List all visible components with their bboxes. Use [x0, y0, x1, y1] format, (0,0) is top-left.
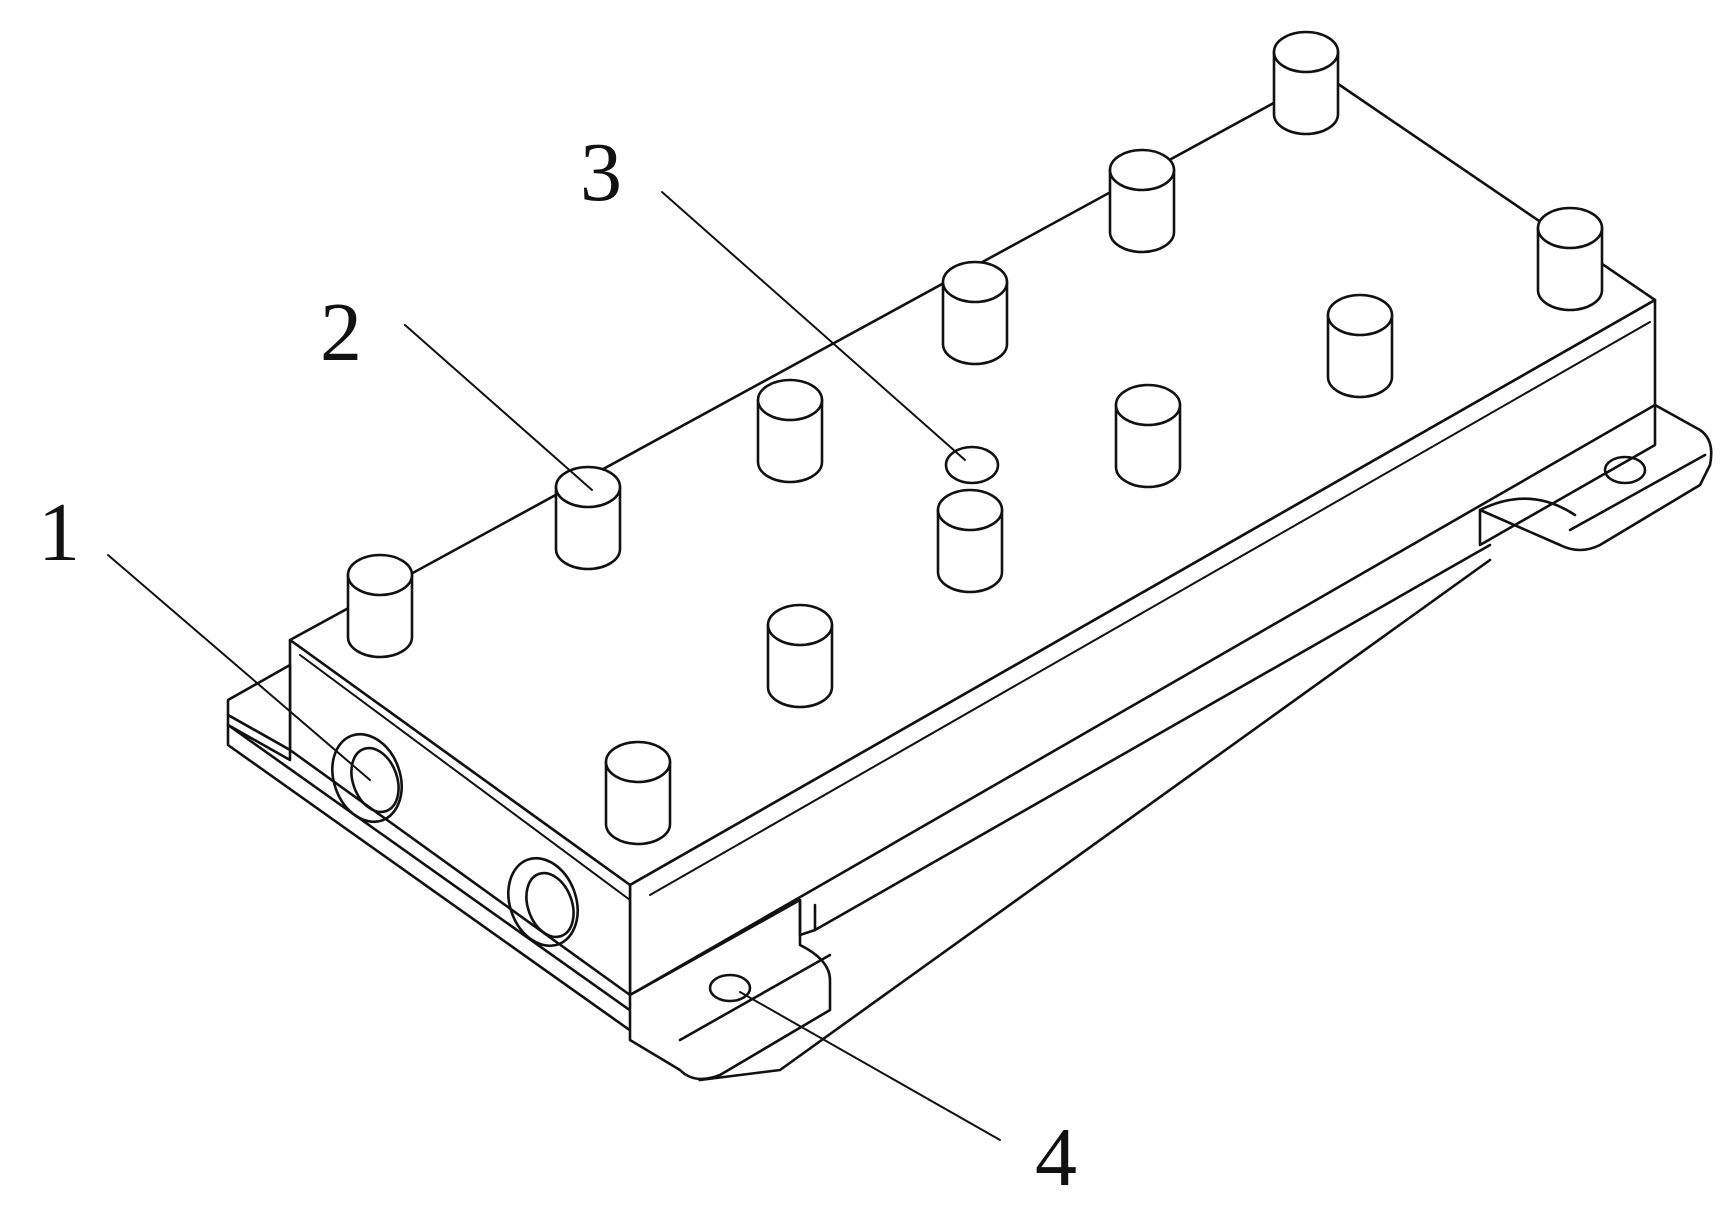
side-hole-1-inner	[350, 746, 400, 814]
locating-pin-1	[1272, 30, 1340, 136]
rear-tab-hole	[1603, 455, 1647, 485]
callout-2: 2	[320, 286, 362, 379]
flange-long-edge	[813, 543, 1492, 932]
side-hole-2-inner	[525, 871, 575, 939]
holes	[331, 445, 1647, 1003]
locating-pin-8	[554, 465, 622, 571]
callout-4: 4	[1035, 1111, 1077, 1204]
side-hole-1-outer	[331, 732, 403, 824]
front-tab-hole	[708, 973, 752, 1003]
rear-tab	[1478, 403, 1713, 552]
leader-4	[739, 991, 1001, 1141]
callout-1: 1	[38, 486, 80, 579]
side-hole-2-outer	[507, 856, 579, 948]
leader-1	[107, 554, 371, 781]
locating-pin-12	[604, 740, 672, 846]
front-ledge-side	[226, 713, 292, 762]
leader-lines	[107, 191, 1001, 1141]
front-tab	[628, 898, 832, 1081]
leader-2	[404, 324, 593, 491]
locating-pin-3	[1536, 206, 1604, 312]
front-tab-notch	[798, 898, 817, 937]
base-plate	[288, 73, 1657, 997]
leader-3	[661, 191, 966, 461]
rear-tab-cutout	[1478, 497, 1577, 517]
locating-pin-6	[756, 378, 824, 484]
locating-pin-7	[1114, 383, 1182, 489]
rear-tab-edge	[1568, 453, 1707, 532]
locating-pins	[346, 30, 1604, 846]
top-pin-hole	[944, 445, 1000, 485]
end-edge-chamfer	[299, 654, 631, 901]
locating-pin-5	[1326, 293, 1394, 399]
callout-3: 3	[580, 126, 622, 219]
locating-pin-2	[1108, 148, 1176, 254]
locating-pin-9	[936, 488, 1004, 594]
top-edge-chamfer	[649, 321, 1651, 896]
lower-flange	[226, 403, 1713, 1082]
locating-pin-10	[346, 553, 414, 659]
locating-pin-4	[941, 260, 1009, 366]
front-tab-edge	[678, 953, 832, 1042]
callout-labels: 1 2 3 4	[38, 126, 1077, 1204]
locating-pin-11	[766, 603, 834, 709]
